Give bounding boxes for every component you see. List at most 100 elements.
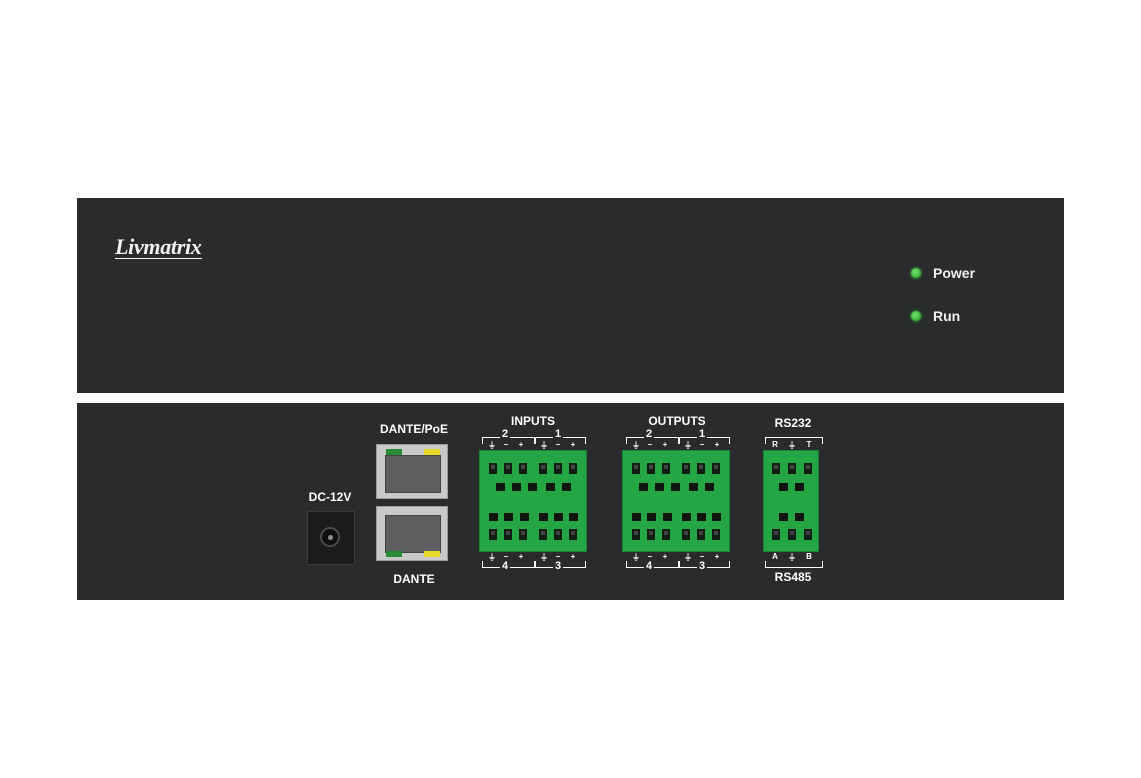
rs232-pin-r: R <box>772 440 778 449</box>
rj45-socket-icon <box>385 515 441 553</box>
rs485-label: RS485 <box>774 570 812 584</box>
terminal-screw-icon <box>662 463 670 474</box>
terminal-screw-icon <box>504 463 512 474</box>
rs485-pin-gnd: ⏚ <box>788 553 796 562</box>
pin-mark: − <box>555 552 561 561</box>
terminal-socket-icon <box>528 483 537 491</box>
pin-mark: ⏚ <box>488 441 496 450</box>
dc-label: DC-12V <box>308 490 352 504</box>
dc-socket-icon <box>320 527 340 547</box>
run-label: Run <box>933 308 961 324</box>
terminal-socket-icon <box>539 513 548 521</box>
dante-poe-port[interactable] <box>376 444 448 499</box>
outputs-label: OUTPUTS <box>648 414 706 428</box>
pin-mark: − <box>555 440 561 449</box>
terminal-socket-icon <box>504 513 513 521</box>
pin-mark: ⏚ <box>632 441 640 450</box>
pin-mark: ⏚ <box>684 553 692 562</box>
terminal-screw-icon <box>489 463 497 474</box>
terminal-socket-icon <box>632 513 641 521</box>
pin-mark: − <box>699 440 705 449</box>
pin-mark: ⏚ <box>540 441 548 450</box>
terminal-screw-icon <box>554 529 562 540</box>
outputs-terminal-block[interactable] <box>622 450 730 552</box>
terminal-screw-icon <box>712 463 720 474</box>
terminal-screw-icon <box>569 463 577 474</box>
terminal-socket-icon <box>705 483 714 491</box>
terminal-screw-icon <box>539 463 547 474</box>
rs232-label: RS232 <box>774 416 812 430</box>
rs485-pin-a: A <box>772 552 778 561</box>
terminal-screw-icon <box>697 529 705 540</box>
terminal-socket-icon <box>639 483 648 491</box>
terminal-screw-icon <box>788 463 796 474</box>
pin-mark: ⏚ <box>684 441 692 450</box>
terminal-screw-icon <box>647 463 655 474</box>
terminal-screw-icon <box>489 529 497 540</box>
dante-port[interactable] <box>376 506 448 561</box>
rear-panel: DC-12V DANTE/PoE DANTE INPUTS 2 1 ⏚ − + … <box>77 403 1064 600</box>
terminal-screw-icon <box>682 463 690 474</box>
input-3-number: 3 <box>552 560 564 572</box>
terminal-socket-icon <box>496 483 505 491</box>
output-1-number: 1 <box>696 428 708 440</box>
output-2-number: 2 <box>643 428 655 440</box>
brand-logo: Livmatrix <box>115 234 202 259</box>
pin-mark: + <box>714 552 720 561</box>
dante-poe-label: DANTE/PoE <box>379 422 449 436</box>
pin-mark: − <box>503 440 509 449</box>
terminal-socket-icon <box>795 513 804 521</box>
terminal-screw-icon <box>554 463 562 474</box>
power-indicator: Power <box>911 265 975 281</box>
terminal-screw-icon <box>632 463 640 474</box>
pin-mark: + <box>570 552 576 561</box>
terminal-screw-icon <box>682 529 690 540</box>
terminal-screw-icon <box>539 529 547 540</box>
pin-mark: + <box>518 552 524 561</box>
terminal-socket-icon <box>554 513 563 521</box>
pin-mark: ⏚ <box>488 553 496 562</box>
pin-mark: − <box>699 552 705 561</box>
pin-mark: ⏚ <box>540 553 548 562</box>
terminal-socket-icon <box>697 513 706 521</box>
activity-led-icon <box>424 551 440 557</box>
rs485-pin-b: B <box>806 552 812 561</box>
inputs-label: INPUTS <box>510 414 556 428</box>
pin-mark: + <box>714 440 720 449</box>
terminal-screw-icon <box>772 529 780 540</box>
inputs-terminal-block[interactable] <box>479 450 587 552</box>
terminal-screw-icon <box>804 463 812 474</box>
rs232-rs485-terminal-block[interactable] <box>763 450 819 552</box>
terminal-socket-icon <box>489 513 498 521</box>
terminal-screw-icon <box>632 529 640 540</box>
terminal-socket-icon <box>671 483 680 491</box>
pin-mark: − <box>647 440 653 449</box>
output-3-number: 3 <box>696 560 708 572</box>
terminal-socket-icon <box>795 483 804 491</box>
terminal-screw-icon <box>712 529 720 540</box>
terminal-screw-icon <box>504 529 512 540</box>
pin-mark: − <box>503 552 509 561</box>
terminal-screw-icon <box>804 529 812 540</box>
pin-mark: + <box>662 440 668 449</box>
run-indicator: Run <box>911 308 960 324</box>
terminal-screw-icon <box>519 463 527 474</box>
pin-mark: + <box>662 552 668 561</box>
input-1-number: 1 <box>552 428 564 440</box>
terminal-socket-icon <box>779 483 788 491</box>
terminal-screw-icon <box>662 529 670 540</box>
dante-label: DANTE <box>393 572 435 586</box>
link-led-icon <box>386 551 402 557</box>
terminal-screw-icon <box>647 529 655 540</box>
pin-mark: + <box>570 440 576 449</box>
rs485-bracket <box>765 561 823 568</box>
terminal-socket-icon <box>655 483 664 491</box>
terminal-screw-icon <box>697 463 705 474</box>
terminal-socket-icon <box>512 483 521 491</box>
input-2-number: 2 <box>499 428 511 440</box>
terminal-socket-icon <box>689 483 698 491</box>
terminal-screw-icon <box>519 529 527 540</box>
terminal-socket-icon <box>562 483 571 491</box>
terminal-socket-icon <box>779 513 788 521</box>
dc-power-jack[interactable] <box>307 511 355 565</box>
